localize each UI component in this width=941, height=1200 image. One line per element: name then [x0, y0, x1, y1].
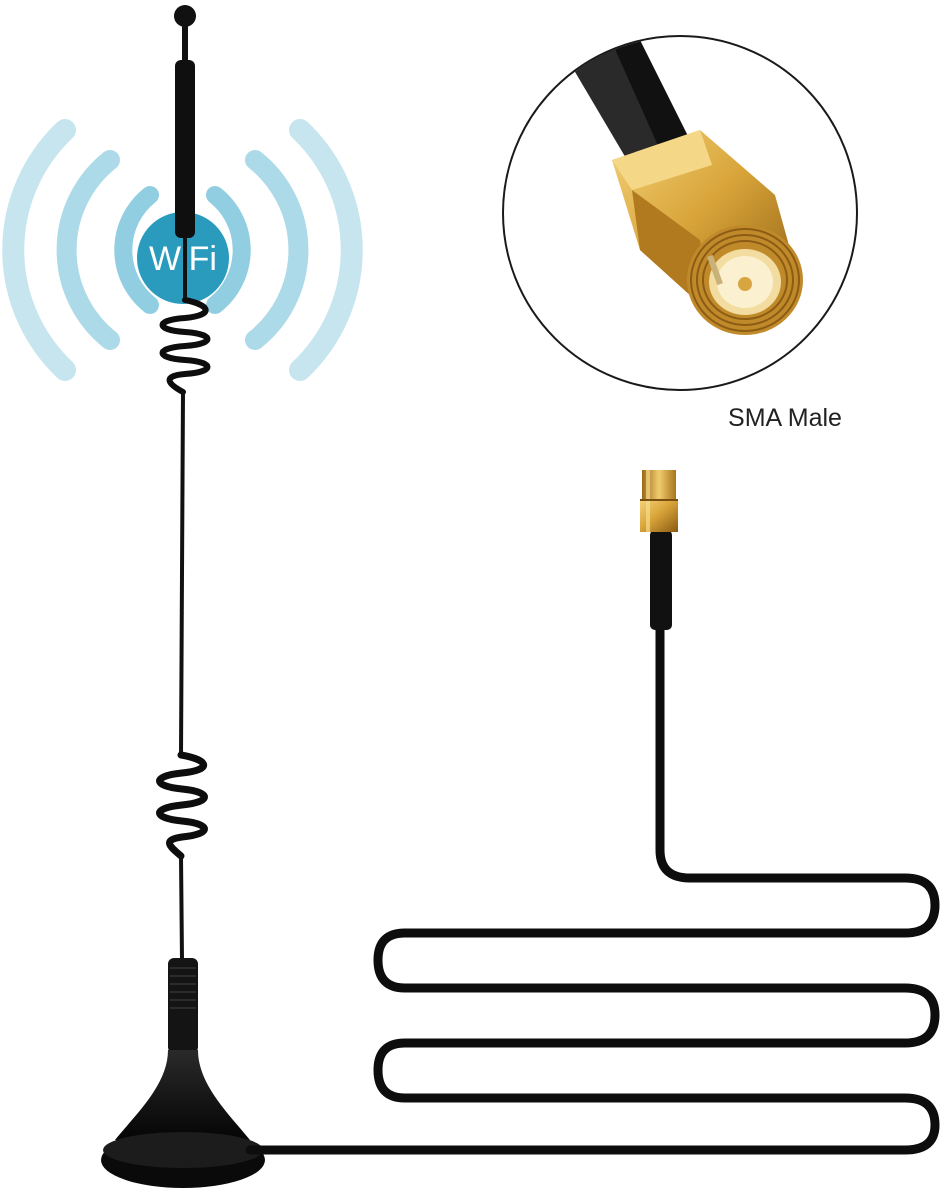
antenna-whip [156, 5, 211, 961]
antenna-upper-sleeve [175, 60, 195, 238]
antenna-tip [174, 5, 196, 27]
sma-connector-zoom [502, 35, 858, 391]
antenna-lower-coil [156, 751, 208, 860]
antenna-mid-rod [179, 391, 185, 756]
sma-connector-small [640, 470, 678, 630]
antenna-upper-coil [159, 297, 211, 395]
signal-waves [2, 119, 363, 381]
magnetic-base [101, 958, 265, 1188]
connector-caption: SMA Male [728, 404, 842, 432]
antenna-cable [245, 615, 940, 1155]
